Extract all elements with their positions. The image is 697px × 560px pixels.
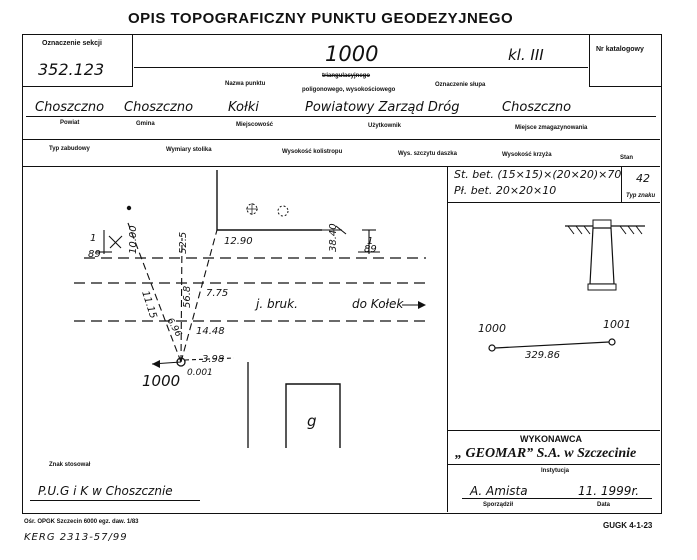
dim-3840: 38.40: [328, 223, 339, 252]
author-value: A. Amista: [470, 484, 528, 498]
institution-label: Instytucja: [541, 468, 570, 474]
page-title: OPIS TOPOGRAFICZNY PUNKTU GEODEZYJNEGO: [128, 10, 514, 27]
dim-001: 0.001: [187, 368, 213, 378]
point-underline: [134, 67, 588, 68]
storage-label: Miejsce zmagazynowania: [515, 125, 588, 131]
print-note: Ośr. OPGK Szczecin 6000 egz. daw. 1/83: [24, 519, 139, 525]
sign-label: Znak stosował: [49, 462, 91, 468]
form-code: GUGK 4-1-23: [603, 521, 653, 530]
dim-775: 7.75: [206, 288, 228, 299]
registry-label: Nr katalogowy: [596, 46, 644, 53]
dim-89-left: 89: [88, 249, 101, 260]
marker-type-number: 42: [636, 172, 650, 185]
author-label: Sporządził: [483, 502, 514, 508]
exec-top-line: [447, 430, 660, 431]
dim-89-right: 89: [364, 244, 377, 255]
direction-label: do Kołek: [352, 297, 404, 311]
point-type-active: poligonowego, wysokościowego: [302, 87, 396, 93]
dim-568: 56.8: [182, 286, 193, 308]
marker-cross-section: [565, 219, 645, 291]
section-value: 352.123: [38, 60, 105, 79]
county-label: Powiat: [60, 120, 80, 126]
dim-1006: 10.00: [128, 225, 139, 254]
marker-type-label: Typ znaku: [626, 193, 656, 199]
building-g: [285, 383, 341, 448]
locality-label: Miejscowość: [236, 122, 274, 128]
user-label: Użytkownik: [368, 123, 402, 129]
dim-1290: 12.90: [224, 236, 253, 247]
point-1000-label: 1000: [142, 372, 180, 390]
author-line: [462, 498, 652, 499]
section-label: Oznaczenie sekcji: [42, 40, 102, 47]
county-value: Choszczno: [35, 100, 105, 115]
topographic-sketch: 10.00 52.5 12.90 38.40 1 89 1 89 11.15 5…: [74, 170, 426, 448]
dim-398: 3.98: [202, 354, 224, 365]
date-label: Data: [597, 502, 611, 508]
user-value: Powiatowy Zarząd Dróg: [305, 100, 460, 115]
marker-spec-2: Pł. bet. 20×20×10: [454, 184, 557, 197]
line-point-2: 1001: [603, 318, 631, 331]
point-number: 1000: [325, 42, 379, 66]
panel-divider: [447, 166, 448, 512]
marker-type-divider: [621, 166, 622, 202]
sign-line: [30, 500, 200, 501]
road-label: j. bruk.: [254, 297, 298, 311]
dim-525: 52.5: [178, 232, 189, 254]
form-frame: [22, 34, 662, 514]
field-table-dim: Wymiary stolika: [166, 147, 212, 153]
admin-underline: [26, 116, 656, 117]
field-height: Wysokość kolistropu: [282, 149, 343, 155]
field-state: Stan: [620, 155, 634, 161]
line-point-1: 1000: [478, 322, 506, 335]
registry-box: [589, 34, 661, 87]
building-g-label: g: [307, 412, 317, 430]
exec-name: „ GEOMAR” S.A. w Szczecinie: [455, 446, 637, 461]
sign-value: P.U.G i K w Choszcznie: [38, 484, 173, 498]
point-name-label: Nazwa punktu: [225, 81, 266, 87]
marker-bottom-line: [447, 202, 660, 203]
field-roof: Wys. szczytu daszka: [398, 151, 457, 157]
line-distance: 329.86: [525, 350, 560, 361]
storage-value: Choszczno: [502, 100, 572, 115]
locality-value: Kołki: [228, 100, 259, 115]
municipality-label: Gmina: [136, 121, 155, 127]
dim-1-left: 1: [90, 233, 96, 244]
building-top: [216, 170, 322, 231]
dim-696: 6.96: [164, 317, 183, 340]
municipality-value: Choszczno: [124, 100, 194, 115]
exec-name-line: [447, 464, 660, 465]
point-class: kl. III: [508, 46, 544, 64]
line-diagram: [488, 338, 616, 352]
fields-bottom-line: [22, 166, 660, 167]
dim-1-right: 1: [367, 236, 373, 247]
kerg-code: KERG 2313-57/99: [24, 532, 128, 543]
point-type-struck: triangulacyjnego: [322, 73, 371, 79]
field-build-type: Typ zabudowy: [49, 146, 90, 152]
exec-label: WYKONAWCA: [520, 434, 582, 444]
date-value: 11. 1999r.: [578, 484, 640, 498]
field-cross: Wysokość krzyża: [502, 152, 552, 158]
fields-top-line: [22, 139, 660, 140]
section-box: [22, 34, 133, 87]
pillar-label: Oznaczenie słupa: [435, 82, 486, 88]
dim-1448: 14.48: [196, 326, 225, 337]
marker-spec-1: St. bet. (15×15)×(20×20)×70: [454, 168, 622, 181]
